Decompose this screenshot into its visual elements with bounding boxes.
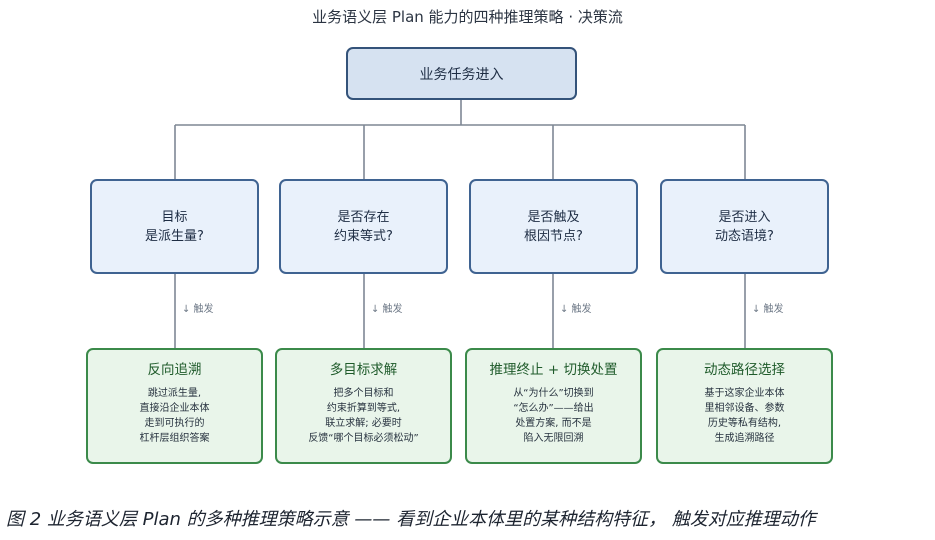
action-line: 从“为什么”切换到 xyxy=(513,388,594,399)
figure-caption: 图 2 业务语义层 Plan 的多种推理策略示意 —— 看到企业本体里的某种结构… xyxy=(6,509,816,530)
trigger-label: ↓ 触发 xyxy=(182,304,214,315)
question-line: 目标 xyxy=(161,209,188,225)
question-line: 根因节点? xyxy=(524,228,583,244)
question-line: 动态语境? xyxy=(715,228,774,244)
action-line: 联立求解; 必要时 xyxy=(325,418,402,429)
action-description: 把多个目标和 约束折算到等式, 联立求解; 必要时 反馈“哪个目标必须松动” xyxy=(308,386,418,446)
action-title: 推理终止 + 切换处置 xyxy=(489,362,618,378)
action-line: “怎么办”——给出 xyxy=(513,403,594,414)
action-line: 走到可执行的 xyxy=(144,418,205,429)
question-line: 是否存在 xyxy=(337,209,390,225)
action-node-multi-objective: 多目标求解 把多个目标和 约束折算到等式, 联立求解; 必要时 反馈“哪个目标必… xyxy=(275,348,452,464)
action-line: 直接沿企业本体 xyxy=(139,403,210,414)
question-line: 约束等式? xyxy=(334,228,393,244)
action-line: 反馈“哪个目标必须松动” xyxy=(308,433,419,444)
action-line: 约束折算到等式, xyxy=(326,403,401,414)
question-node-root-cause: 是否触及 根因节点? xyxy=(469,179,638,274)
action-line: 历史等私有结构, xyxy=(707,418,782,429)
action-title: 多目标求解 xyxy=(329,362,398,378)
action-title: 反向追溯 xyxy=(147,362,202,378)
action-line: 陷入无限回溯 xyxy=(523,433,584,444)
trigger-label: ↓ 触发 xyxy=(752,304,784,315)
question-node-constraint-equation: 是否存在 约束等式? xyxy=(279,179,448,274)
action-line: 生成追溯路径 xyxy=(714,433,775,444)
action-line: 处置方案, 而不是 xyxy=(515,418,592,429)
action-line: 里相邻设备、参数 xyxy=(704,403,785,414)
action-line: 基于这家企业本体 xyxy=(704,388,785,399)
question-line: 是否进入 xyxy=(718,209,771,225)
root-node-label: 业务任务进入 xyxy=(419,66,504,83)
root-node: 业务任务进入 xyxy=(346,47,577,100)
action-line: 杠杆层组织答案 xyxy=(139,433,210,444)
action-line: 把多个目标和 xyxy=(333,388,394,399)
action-node-dynamic-path: 动态路径选择 基于这家企业本体 里相邻设备、参数 历史等私有结构, 生成追溯路径 xyxy=(656,348,833,464)
question-line: 是否触及 xyxy=(527,209,580,225)
question-node-derived-quantity: 目标 是派生量? xyxy=(90,179,259,274)
trigger-label: ↓ 触发 xyxy=(560,304,592,315)
trigger-label: ↓ 触发 xyxy=(371,304,403,315)
action-description: 基于这家企业本体 里相邻设备、参数 历史等私有结构, 生成追溯路径 xyxy=(705,386,785,446)
action-line: 跳过派生量, xyxy=(147,388,202,399)
action-description: 从“为什么”切换到 “怎么办”——给出 处置方案, 而不是 陷入无限回溯 xyxy=(513,386,593,446)
action-node-terminate-switch: 推理终止 + 切换处置 从“为什么”切换到 “怎么办”——给出 处置方案, 而不… xyxy=(465,348,642,464)
action-description: 跳过派生量, 直接沿企业本体 走到可执行的 杠杆层组织答案 xyxy=(140,386,210,446)
question-node-dynamic-context: 是否进入 动态语境? xyxy=(660,179,829,274)
question-line: 是派生量? xyxy=(145,228,204,244)
action-title: 动态路径选择 xyxy=(704,362,785,378)
diagram-title: 业务语义层 Plan 能力的四种推理策略 · 决策流 xyxy=(312,8,623,26)
action-node-reverse-trace: 反向追溯 跳过派生量, 直接沿企业本体 走到可执行的 杠杆层组织答案 xyxy=(86,348,263,464)
